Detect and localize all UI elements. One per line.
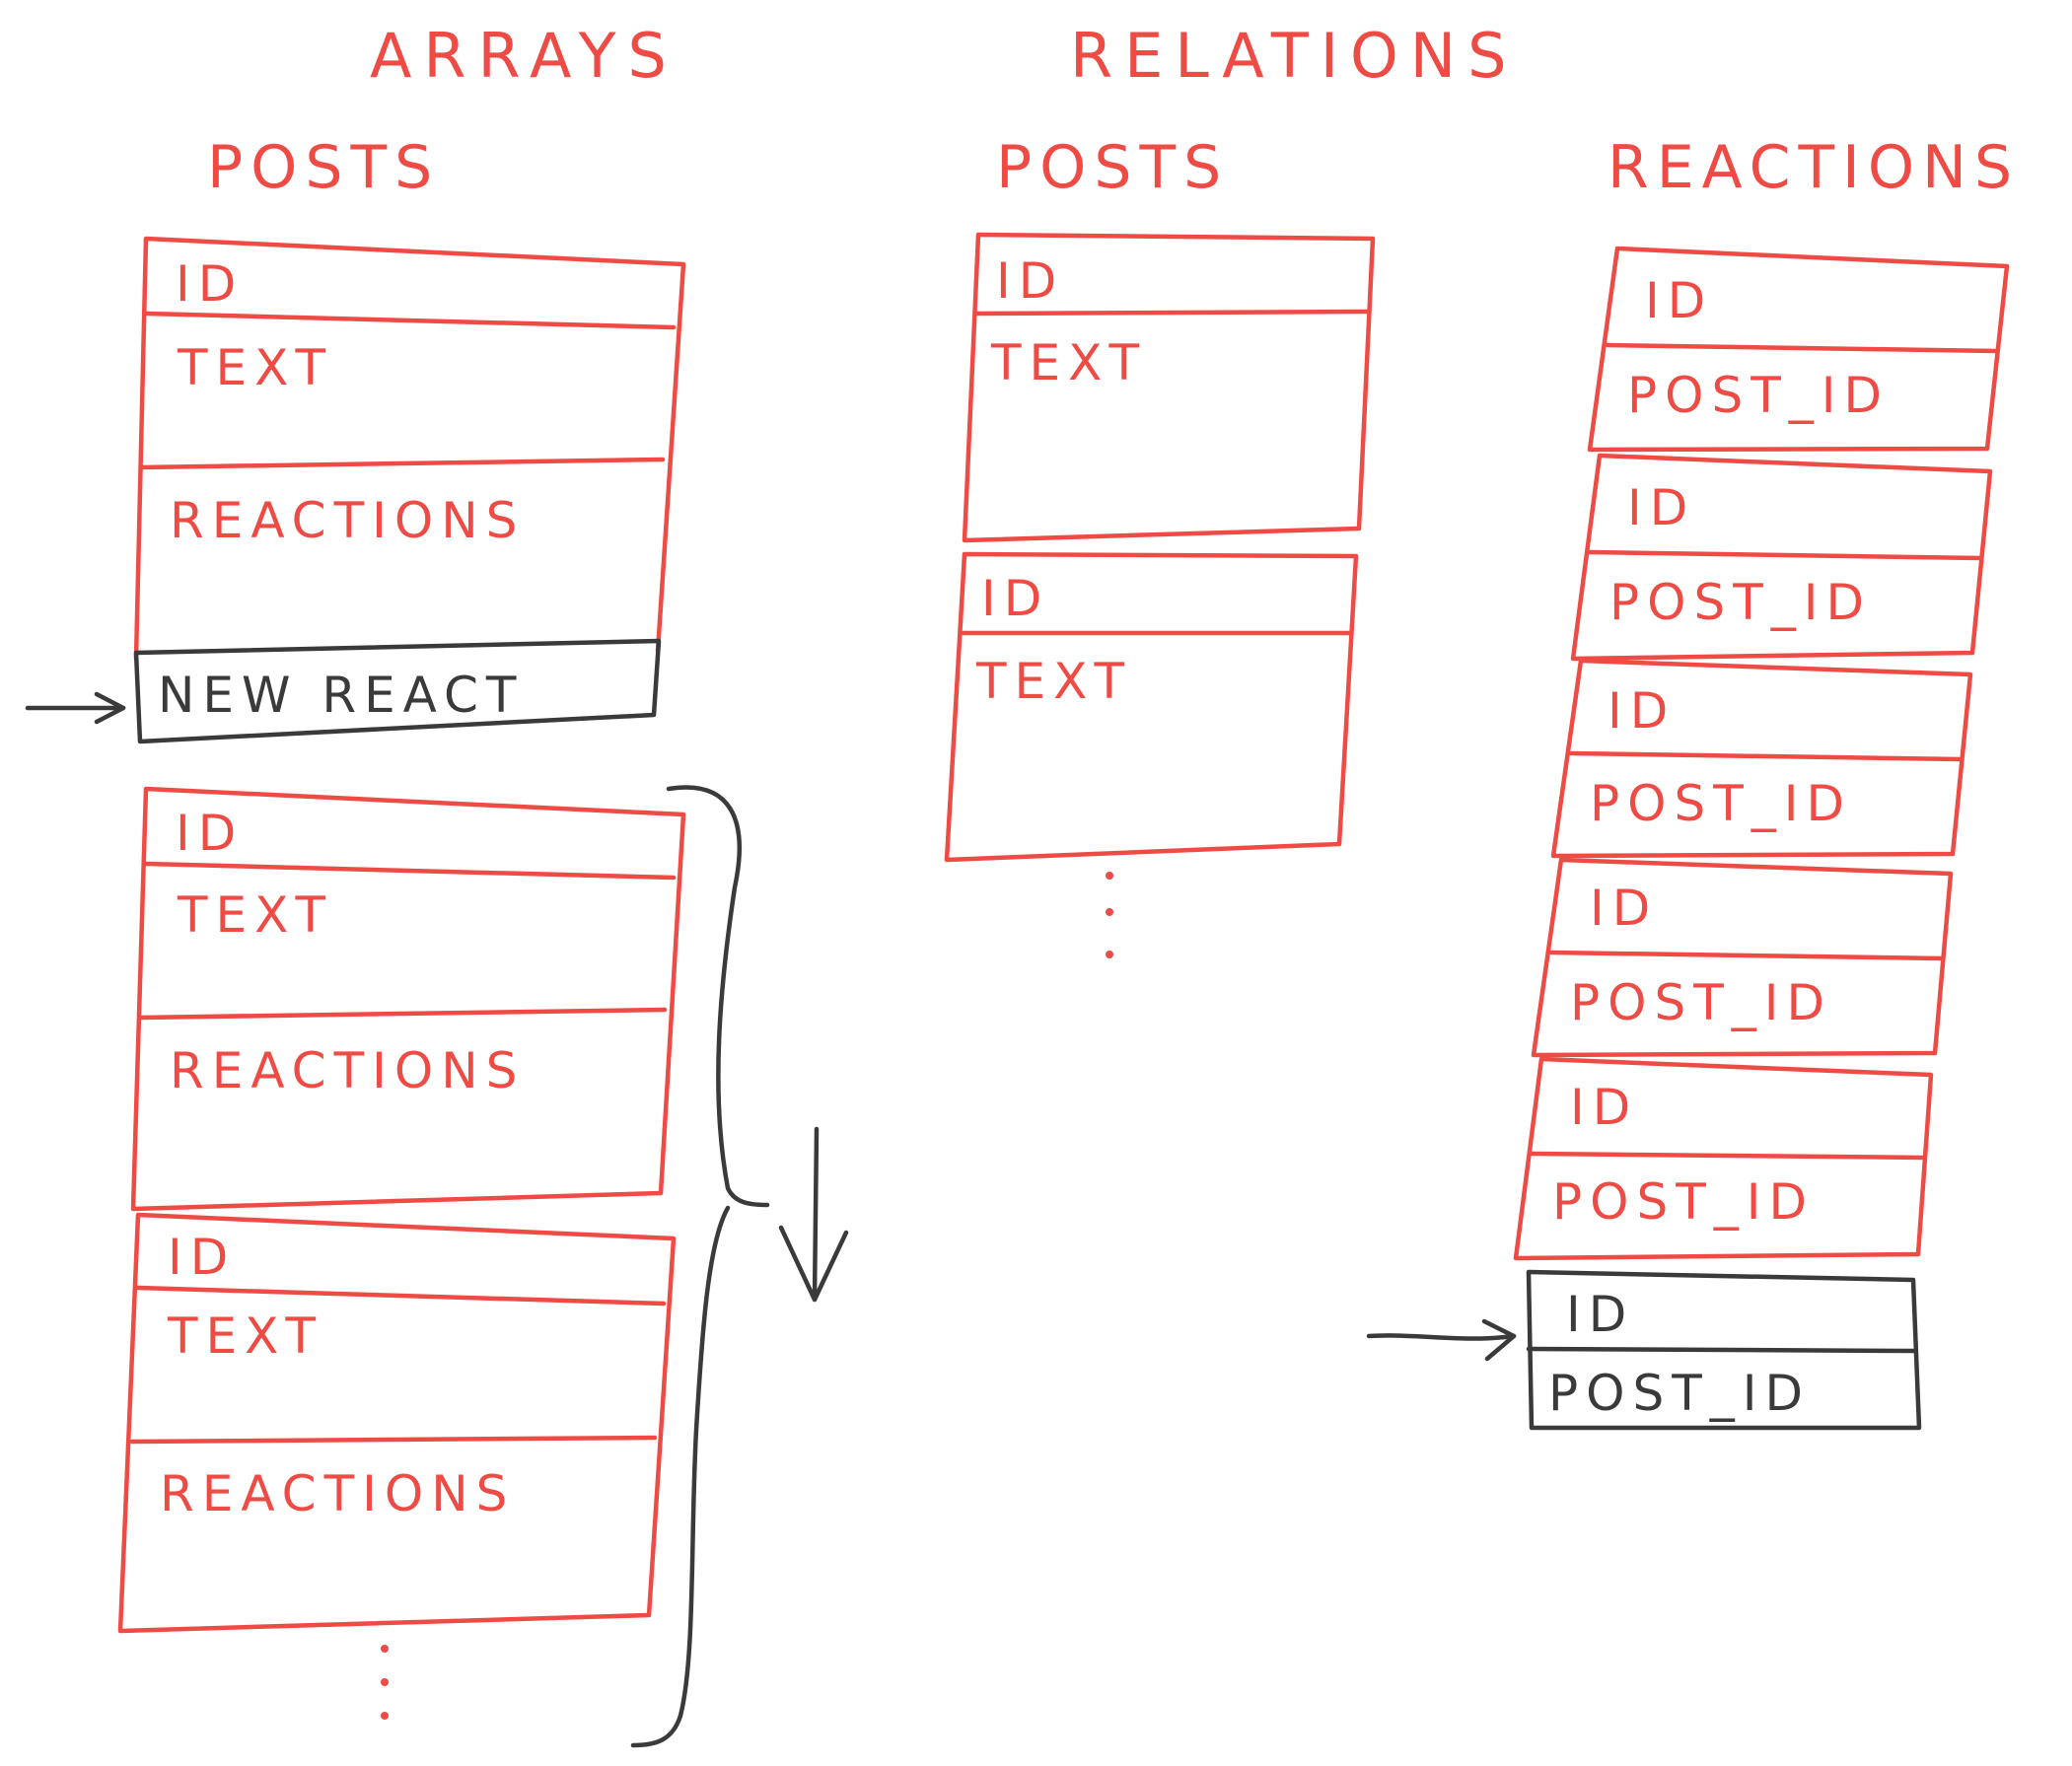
relations-reaction-record-2: ID POST_ID bbox=[1570, 453, 1993, 662]
field-id: ID bbox=[176, 255, 244, 313]
field-text: TEXT bbox=[167, 1307, 323, 1365]
field-divider bbox=[129, 1435, 658, 1445]
field-post-id: POST_ID bbox=[1609, 574, 1872, 631]
field-id: ID bbox=[1570, 1079, 1638, 1136]
arrow-head bbox=[1481, 1318, 1517, 1362]
field-divider bbox=[135, 1285, 667, 1307]
dot bbox=[381, 1678, 389, 1686]
relations-reaction-record-4: ID POST_ID bbox=[1531, 857, 1954, 1058]
arrays-new-react-slot: NEW REACT bbox=[133, 638, 662, 744]
field-divider bbox=[138, 1007, 668, 1021]
relations-insert-arrow bbox=[1366, 1318, 1517, 1362]
arrays-post-record-1: ID TEXT REACTIONS bbox=[133, 236, 686, 662]
record-outline bbox=[1513, 1056, 1934, 1261]
dot bbox=[1106, 951, 1113, 958]
record-outline bbox=[133, 236, 686, 662]
field-id: ID bbox=[176, 805, 244, 862]
field-divider bbox=[1548, 950, 1944, 961]
field-text: TEXT bbox=[975, 653, 1132, 710]
field-id: ID bbox=[1627, 479, 1695, 536]
field-post-id: POST_ID bbox=[1548, 1365, 1811, 1422]
new-react-label: NEW REACT bbox=[158, 667, 524, 724]
field-text: TEXT bbox=[990, 334, 1147, 391]
field-divider bbox=[143, 311, 677, 330]
arrays-post-record-3: ID TEXT REACTIONS bbox=[117, 1212, 677, 1634]
arrow-head bbox=[94, 691, 126, 725]
field-post-id: POST_ID bbox=[1570, 974, 1832, 1031]
field-id: ID bbox=[1566, 1286, 1634, 1343]
field-divider bbox=[1526, 1346, 1916, 1354]
field-reactions: REACTIONS bbox=[170, 1042, 525, 1099]
record-outline bbox=[962, 232, 1376, 543]
field-reactions: REACTIONS bbox=[170, 492, 525, 549]
relations-reactions-heading: REACTIONS bbox=[1608, 133, 2020, 202]
field-post-id: POST_ID bbox=[1590, 775, 1852, 832]
field-post-id: POST_ID bbox=[1627, 367, 1890, 424]
record-outline bbox=[1550, 658, 1973, 859]
relations-posts-continuation-dots bbox=[1106, 872, 1113, 958]
record-outline bbox=[117, 1212, 677, 1634]
relations-title: RELATIONS bbox=[1070, 20, 1519, 92]
field-divider bbox=[1568, 750, 1964, 762]
record-outline bbox=[1531, 857, 1954, 1058]
dot bbox=[1106, 908, 1113, 916]
dot bbox=[381, 1712, 389, 1720]
field-id: ID bbox=[1645, 272, 1713, 329]
relations-new-reaction-record: ID POST_ID bbox=[1526, 1269, 1922, 1431]
record-outline bbox=[1587, 246, 2010, 453]
field-id: ID bbox=[1590, 880, 1658, 937]
field-reactions: REACTIONS bbox=[160, 1465, 515, 1522]
arrays-posts-heading: POSTS bbox=[207, 133, 440, 202]
arrays-post-record-2: ID TEXT REACTIONS bbox=[130, 786, 686, 1212]
field-divider bbox=[138, 457, 666, 470]
arrays-title: ARRAYS bbox=[370, 20, 679, 92]
relations-reaction-record-3: ID POST_ID bbox=[1550, 658, 1973, 859]
shift-brace bbox=[630, 785, 770, 1748]
arrow-shaft bbox=[812, 1126, 820, 1303]
field-id: ID bbox=[981, 570, 1049, 627]
arrow-shaft bbox=[1366, 1333, 1517, 1341]
field-id: ID bbox=[168, 1229, 236, 1286]
relations-reaction-record-5: ID POST_ID bbox=[1513, 1056, 1934, 1261]
relations-post-record-1: ID TEXT bbox=[962, 232, 1376, 543]
relations-posts-heading: POSTS bbox=[996, 133, 1229, 202]
field-divider bbox=[1605, 342, 2000, 354]
field-divider bbox=[1587, 549, 1983, 561]
relations-post-record-2: ID TEXT bbox=[944, 551, 1359, 863]
relations-reaction-record-1: ID POST_ID bbox=[1587, 246, 2010, 453]
arrays-insert-arrow bbox=[25, 691, 126, 725]
field-text: TEXT bbox=[177, 886, 333, 944]
field-id: ID bbox=[996, 252, 1064, 310]
arrow-head bbox=[778, 1225, 849, 1303]
field-divider bbox=[1529, 1151, 1926, 1161]
dot bbox=[381, 1645, 389, 1653]
field-text: TEXT bbox=[177, 339, 333, 396]
shift-down-arrow bbox=[778, 1126, 849, 1303]
record-outline bbox=[944, 551, 1359, 863]
arrays-continuation-dots bbox=[381, 1645, 389, 1720]
field-divider bbox=[973, 309, 1370, 317]
field-id: ID bbox=[1608, 682, 1676, 740]
field-divider bbox=[143, 861, 677, 881]
field-post-id: POST_ID bbox=[1552, 1173, 1815, 1231]
record-outline bbox=[1526, 1269, 1922, 1431]
dot bbox=[1106, 872, 1113, 880]
record-outline bbox=[1570, 453, 1993, 662]
new-react-outline bbox=[133, 638, 662, 744]
record-outline bbox=[130, 786, 686, 1212]
